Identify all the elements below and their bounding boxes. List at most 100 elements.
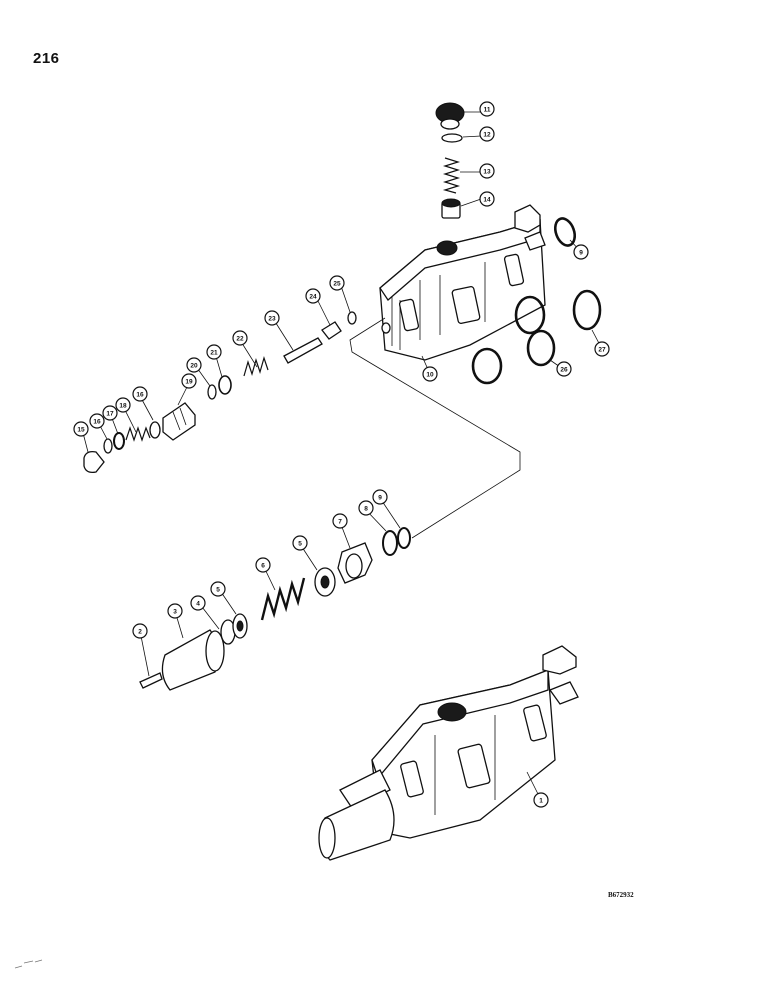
callout-label: 20 [190,362,198,369]
spring-6 [260,577,306,621]
callout-circle [264,310,280,326]
callout-24: 24 [305,288,321,304]
callout-circle [479,191,495,207]
o-ring-9-upper [553,217,577,247]
callout-circle [132,623,148,639]
callout-circle [232,330,248,346]
callout-circle [210,581,226,597]
callout-circle [556,361,572,377]
callout-circle [329,275,345,291]
callout-label: 24 [309,293,317,300]
washer-16 [149,421,161,439]
callout-label: 6 [261,562,265,569]
callout-15: 15 [73,421,89,437]
callout-circle [186,357,202,373]
washer-16-small [103,438,113,454]
spring-22 [243,355,269,377]
callout-circle [573,244,589,260]
piston-14 [441,198,461,219]
callout-circle [73,421,89,437]
callout-circle [332,513,348,529]
callout-5: 5 [292,535,308,551]
callout-circle [292,535,308,551]
seat-24 [321,321,342,340]
callout-7: 7 [332,513,348,529]
cap-15 [83,450,105,474]
callout-26: 26 [556,361,572,377]
callout-label: 4 [196,600,200,607]
body-19 [162,402,196,441]
callout-27: 27 [594,341,610,357]
callout-22: 22 [232,330,248,346]
callout-label: 10 [426,371,434,378]
callout-6: 6 [255,557,271,573]
callout-20: 20 [186,357,202,373]
callout-label: 1 [539,797,543,804]
callout-1: 1 [533,792,549,808]
callout-label: 15 [77,426,85,433]
callout-label: 8 [364,505,368,512]
spring-13 [442,157,461,194]
callout-11: 11 [479,101,495,117]
callout-label: 14 [483,196,491,203]
callout-3: 3 [167,603,183,619]
callout-circle [255,557,271,573]
callout-circle [422,366,438,382]
callout-label: 2 [138,628,142,635]
callout-19: 19 [181,373,197,389]
callout-4: 4 [190,595,206,611]
callout-label: 17 [106,410,114,417]
callout-label: 26 [560,366,568,373]
callout-circle [533,792,549,808]
callout-label: 12 [483,131,491,138]
callout-label: 5 [298,540,302,547]
retainer-5a [232,613,248,639]
nut-17 [113,432,125,450]
callout-circle [181,373,197,389]
callout-label: 7 [338,518,342,525]
callout-label: 3 [173,608,177,615]
callout-2: 2 [132,623,148,639]
callout-circle [479,101,495,117]
callout-circle [358,500,374,516]
callout-circle [479,126,495,142]
callout-circle [305,288,321,304]
o-ring-20 [207,384,217,400]
callout-13: 13 [479,163,495,179]
o-ring-upper-b [471,347,503,385]
screw-2 [139,672,163,689]
callout-label: 16 [93,418,101,425]
callout-label: 23 [268,315,276,322]
callout-9: 9 [573,244,589,260]
retainer-5b [314,567,336,597]
callout-circle [89,413,105,429]
callout-label: 19 [185,378,193,385]
callout-12: 12 [479,126,495,142]
callout-circle [594,341,610,357]
o-ring-26 [526,329,556,367]
callout-circle [372,489,388,505]
callout-label: 13 [483,168,491,175]
callout-21: 21 [206,344,222,360]
callout-16: 16 [89,413,105,429]
scan-mark [14,959,43,969]
callout-14: 14 [479,191,495,207]
callout-9: 9 [372,489,388,505]
callout-circle [115,397,131,413]
callout-16: 16 [132,386,148,402]
callout-17: 17 [102,405,118,421]
assembly-leader-line [349,317,521,539]
washer-21 [218,375,232,395]
o-ring-upper-a [514,295,546,335]
o-ring-9-lower [397,527,411,549]
callout-25: 25 [329,275,345,291]
callout-group: 1234556789910111213141516161718192021222… [73,101,610,808]
callout-label: 25 [333,280,341,287]
callout-label: 9 [378,494,382,501]
cap-3 [161,629,225,691]
callout-label: 27 [598,346,606,353]
callout-circle [190,595,206,611]
callout-label: 18 [119,402,127,409]
callout-label: 5 [216,586,220,593]
callout-label: 11 [484,106,491,113]
